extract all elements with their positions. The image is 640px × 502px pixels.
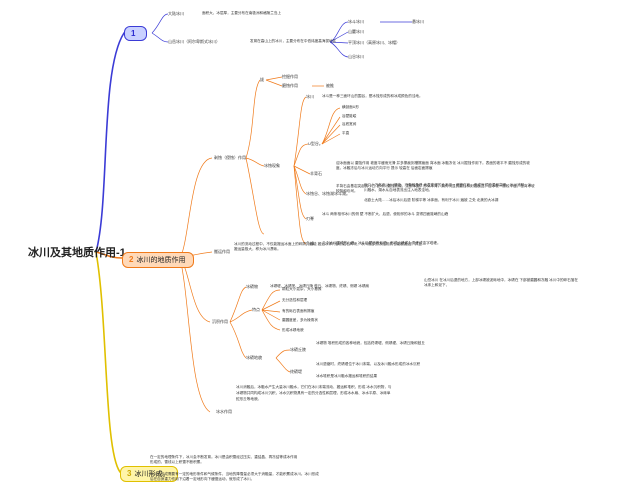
u-item-1: 横剖面U形 [342, 105, 359, 109]
node-continental-glacier[interactable]: 大陆冰川 [168, 11, 184, 16]
feature-5: 形成冰碛地貌 [282, 328, 304, 332]
node-mountain-glacier[interactable]: 山岳冰川（阿尔卑斯式冰川） [168, 39, 220, 44]
continental-glacier-desc: 面积大，冰层厚，主要分布在南极洲和格陵兰岛上 [202, 11, 282, 15]
erosion-lake-desc-1: 迈几十万年来 冰川侵蚀。刃脊和角峰 地表变得的凸不平，造物广布。造成气候的湿和变… [364, 183, 532, 192]
link-branch-1 [95, 32, 125, 253]
type-cirque-glacier[interactable]: 冰斗冰川 [348, 19, 364, 24]
node-u-valley[interactable]: U型谷。 [308, 141, 323, 146]
lf-desc-1: 冰碛物 堆积形成的各种地貌，包括终碛堤、侧碛堤、冰碛丘陵和鼓丘 [316, 341, 425, 345]
node-horn-peak[interactable]: 角峰 [306, 241, 314, 246]
node-abrasion[interactable]: 磨蚀作用 [282, 83, 298, 88]
lf-item-2[interactable]: 终碛堤 [290, 369, 302, 374]
lf-item-1[interactable]: 冰碛丘陵 [290, 347, 306, 352]
u-item-2: 谷壁陡峻 [342, 114, 357, 118]
type-plateau-glacier[interactable]: 平顶冰川（高原冰川、冰帽） [348, 40, 400, 45]
arete-desc: 冰斗 两条相邻冰川的侧 壁 不断扩大，后退，使相邻的冰斗 变得四面陡峭的山峰 [322, 212, 449, 216]
transport-desc: 冰川的流动过程中，不仅能搬运冰面上的碎屑，也能 搬运冰体内部的岩石碎块，冰川底部… [234, 242, 422, 251]
feature-2: 无分选性和层理 [282, 298, 308, 302]
root-title: 冰川及其地质作用-1 [28, 247, 126, 259]
mountain-glacier-desc: 发育在高山上的冰川，主要分布在中低纬度高海拔地区 [250, 39, 337, 43]
link-branch-3 [95, 251, 121, 473]
roche-desc-1: 迎冰面面以 磨蚀作用 坡度平缓而光滑 并多擦痕刻槽擦痕面 背冰面 冰融冻化 冰川… [336, 161, 530, 170]
roche-desc-2: 羊背石由基岩突起的小丘 被冰川磨蚀而成，顶部浑圆，形似羊背。具有明显的磨蚀和刻蚀… [336, 184, 535, 193]
moraine-types: 冰碛堤、冰碛垄、冰碛丘陵 鼓丘、冰碛物、终碛、侧碛 冰碛扇 [270, 284, 370, 288]
type-piedmont-glacier[interactable]: 山麓冰川 [348, 29, 364, 34]
node-plucking[interactable]: 拔 [260, 77, 264, 82]
node-erosion-lake[interactable]: 冰蚀谷、冰蚀湖冰斗湖。 [306, 191, 350, 196]
lf-desc-3: 冰水堆积是冰川融水搬运和堆积的结果 [316, 374, 378, 378]
lf-desc-2: 冰川退缩时，终碛堤位于冰川末端，以及冰川融水形成的冰水沉积 [316, 362, 421, 366]
formation-desc-2: 冰川的形成需要有一定的地形条件和气候条件，当地的降雪量必须大于消融量，才能积累成… [150, 472, 319, 481]
type-valley-glacier[interactable]: 山谷冰川 [348, 54, 364, 59]
node-transport[interactable]: 搬运作用 [214, 249, 230, 254]
feature-1: 颗粒大小混杂，大小悬殊 [282, 287, 322, 291]
link-branch-2 [95, 251, 123, 259]
fluvioglacial-desc: 冰川消融后，冰融水产生大量冰川融水，它们在冰川末端流动、搬运和堆积，形成 冰水沉… [236, 385, 392, 401]
node-roche-moutonnee[interactable]: 羊背石 [310, 171, 322, 176]
node-fluvioglacial[interactable]: 冰水作用 [216, 409, 232, 414]
abrasion-sub: 被推 [326, 83, 334, 88]
horn-peak-desc: 几个冰斗围成的山峰，冰斗后壁不断后退，形成山峰成为角峰或金字塔峰。 [322, 241, 441, 245]
moraine-note: 山岳冰川 在冰川后退的地方，上部冰碛被泥砾地中，冰碛在 下部被磨圆和冻融 冰川中… [424, 278, 578, 287]
feature-3: 有的砾石表面有擦痕 [282, 309, 315, 313]
branch-1-node[interactable]: 1 [124, 26, 148, 41]
node-features[interactable]: 特点 [252, 307, 260, 312]
erosion-lake-desc-2: 北欧土大陆……冰后冰川后退 阶梯平等 冰体面，有利于冰川 遍被 之处 北美的大冰… [364, 198, 499, 202]
node-erosion[interactable]: 剥蚀（侵蚀）作用 [214, 155, 246, 160]
u-item-3: 谷底宽阔 [342, 122, 357, 126]
node-moraine-landform[interactable]: 冰碛地貌 [246, 355, 262, 360]
node-digging[interactable]: 挖掘作用 [282, 74, 298, 79]
node-moraine[interactable]: 冰碛物 [246, 284, 258, 289]
ice-desc: 冰斗是一种三面环山的围谷，是冰蚀形成的和冰成颜色的洼地。 [322, 94, 423, 98]
node-erosion-phenomenon[interactable]: 冰蚀现象 [264, 163, 280, 168]
formation-desc-1: 在一定的地理条件下，冰川会不断发育。冰川是由积雪经过压实、重结晶、再冻结等成冰作… [150, 455, 298, 464]
feature-4: 磨圆度差，多为棱角状 [282, 318, 318, 322]
branch-1-links [151, 13, 412, 58]
node-ice[interactable]: 冰川 [306, 94, 314, 99]
type-hanging-glacier[interactable]: 悬冰川 [412, 19, 424, 24]
u-item-4: 平直 [342, 131, 350, 135]
node-arete[interactable]: 刃脊 [306, 216, 314, 221]
node-deposition[interactable]: 沉积作用 [212, 319, 228, 324]
